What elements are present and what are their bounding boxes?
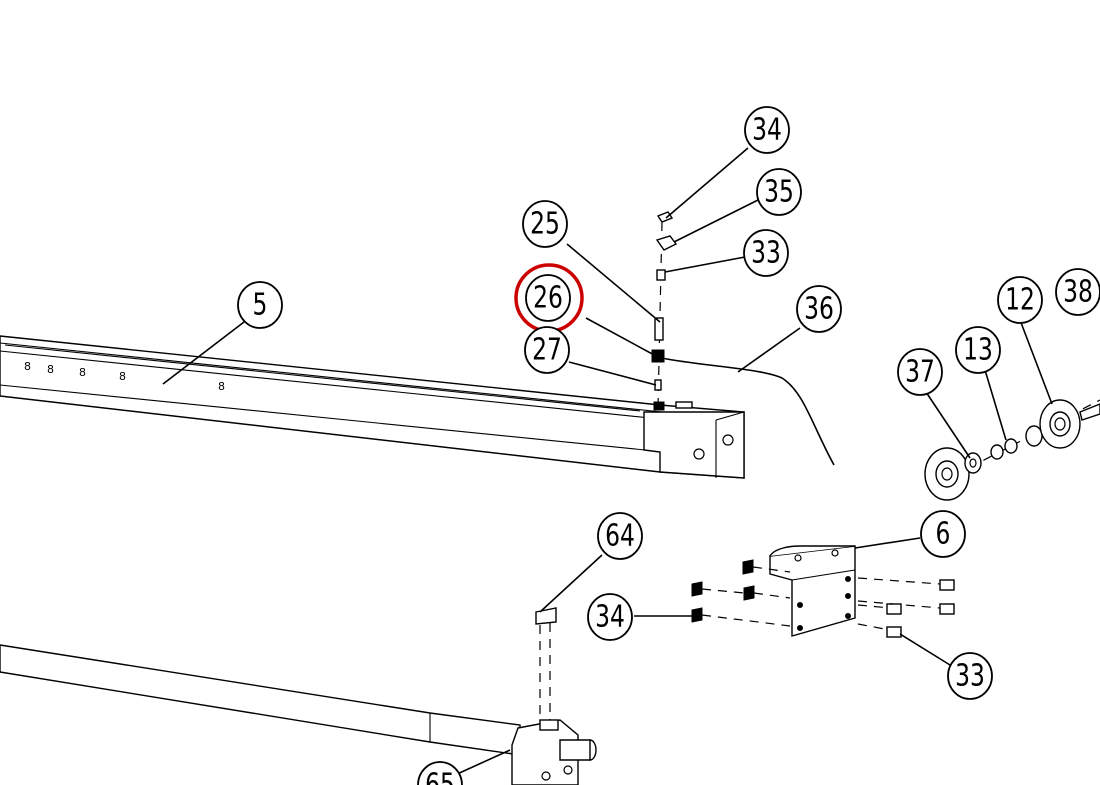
rail-slots: 8 8 8 8 8 xyxy=(4,344,641,412)
callout-6: 6 xyxy=(920,510,966,558)
fastener-stack xyxy=(651,211,678,411)
callout-36: 36 xyxy=(796,285,842,333)
callout-label: 35 xyxy=(764,175,794,210)
wheel-assembly xyxy=(924,399,1100,501)
callout-label: 26 xyxy=(533,281,563,316)
svg-text:8: 8 xyxy=(218,380,225,393)
callout-12: 12 xyxy=(997,276,1043,324)
callout-65: 65 xyxy=(417,761,463,785)
callout-label: 27 xyxy=(532,333,562,368)
callout-label: 5 xyxy=(253,288,268,323)
callout-33-bottom: 33 xyxy=(947,652,993,700)
callout-label: 34 xyxy=(595,600,625,635)
callout-label: 6 xyxy=(936,517,951,552)
svg-text:8: 8 xyxy=(24,360,31,373)
callout-27: 27 xyxy=(524,326,570,374)
callout-label: 34 xyxy=(752,113,782,148)
lower-shaft xyxy=(0,607,597,785)
svg-text:8: 8 xyxy=(119,370,126,383)
callout-label: 65 xyxy=(425,768,455,785)
callout-25: 25 xyxy=(522,200,568,248)
cable xyxy=(661,357,835,466)
callout-34-top: 34 xyxy=(744,106,790,154)
callout-label: 37 xyxy=(905,355,935,390)
callout-label: 38 xyxy=(1063,275,1093,310)
callout-label: 25 xyxy=(530,207,560,242)
callout-label: 33 xyxy=(955,659,985,694)
svg-text:8: 8 xyxy=(47,363,54,376)
callout-34-bottom: 34 xyxy=(587,593,633,641)
callout-label: 64 xyxy=(605,519,635,554)
bracket xyxy=(691,545,955,638)
callout-label: 33 xyxy=(751,236,781,271)
callout-13: 13 xyxy=(955,326,1001,374)
leader-lines xyxy=(162,147,1053,776)
callout-26: 26 xyxy=(514,263,584,333)
callout-35: 35 xyxy=(756,168,802,216)
main-rail: 8 8 8 8 8 xyxy=(0,335,745,479)
callout-33-top: 33 xyxy=(743,229,789,277)
callout-37: 37 xyxy=(897,348,943,396)
callout-64: 64 xyxy=(597,512,643,560)
callout-label: 13 xyxy=(963,333,993,368)
callout-38: 38 xyxy=(1055,268,1100,316)
callout-label: 12 xyxy=(1005,283,1035,318)
callout-5: 5 xyxy=(237,281,283,329)
svg-text:8: 8 xyxy=(79,366,86,379)
callout-label: 36 xyxy=(804,292,834,327)
